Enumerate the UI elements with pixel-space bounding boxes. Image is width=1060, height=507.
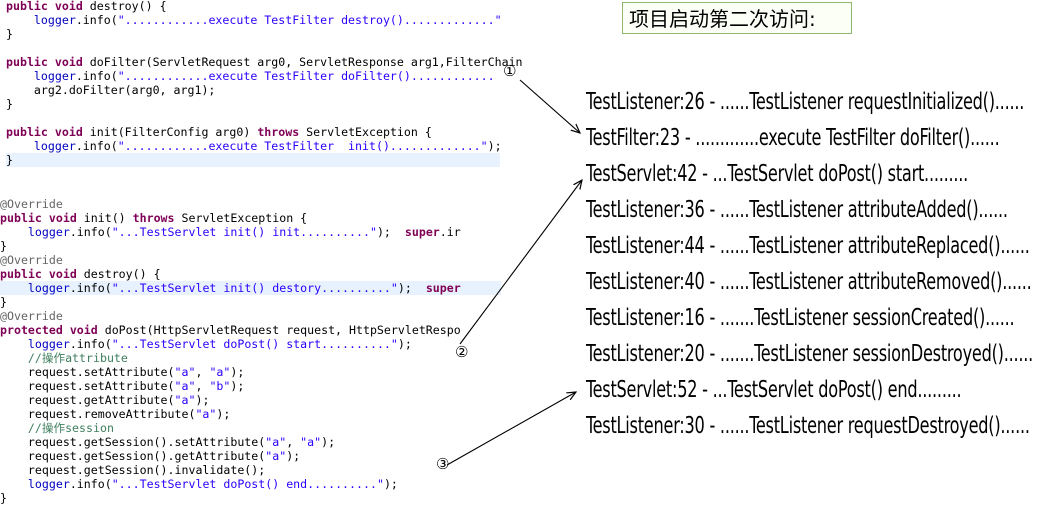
arrow-3 [446,392,576,466]
code-line: @Override [0,197,63,211]
code-line: } [6,97,13,111]
code-line: request.getSession().getAttribute("a"); [0,449,301,463]
code-line: logger.info("...TestServlet init() init.… [27,225,461,239]
arrow-1 [519,79,580,133]
log-line: TestServlet:42 - ...TestServlet doPost()… [586,161,969,187]
code-line: public void init() throws ServletExcepti… [0,211,308,225]
code-line: public void destroy() { [6,0,167,13]
code-line: logger.info("...TestServlet doPost() end… [27,477,398,491]
code-line: request.removeAttribute("a"); [0,407,231,421]
log-line: TestServlet:52 - ...TestServlet doPost()… [586,377,962,403]
marker-3: ③ [436,455,450,473]
code-line: } [6,153,500,167]
filter-code-block: public void destroy() { logger.info("...… [6,0,523,167]
code-line: public void init(FilterConfig arg0) thro… [6,125,432,139]
code-line: } [6,27,13,41]
code-line: } [0,491,7,505]
code-line: } [0,295,7,309]
log-line: TestListener:26 - ......TestListener req… [586,89,1025,115]
code-line: request.getSession().invalidate(); [0,463,266,477]
code-line: request.setAttribute("a", "a"); [0,365,245,379]
code-line: public void destroy() { [0,267,161,281]
code-line: } [0,239,7,253]
log-line: TestListener:16 - .......TestListener se… [586,305,1015,331]
code-line: public void doFilter(ServletRequest arg0… [6,55,523,69]
code-line: logger.info("............execute TestFil… [33,13,502,27]
code-line: @Override [0,253,63,267]
page-title: 项目启动第二次访问: [622,2,852,34]
code-line: logger.info("...TestServlet doPost() sta… [27,337,412,351]
arrow-2 [459,180,582,345]
code-line: request.getAttribute("a"); [0,393,210,407]
log-line: TestFilter:23 - .............execute Tes… [586,125,1000,151]
code-line: logger.info("............execute TestFil… [33,69,495,83]
log-line: TestListener:36 - ......TestListener att… [586,197,1008,223]
code-line: arg2.doFilter(arg0, arg1); [6,83,216,97]
code-line: request.getSession().setAttribute("a", "… [0,435,336,449]
code-line: protected void doPost(HttpServletRequest… [0,323,461,337]
code-line: //操作session [27,421,114,435]
marker-1: ① [503,62,517,80]
code-line: logger.info("............execute TestFil… [33,139,502,153]
code-line: request.setAttribute("a", "b"); [0,379,245,393]
console-log-output: TestListener:26 - ......TestListener req… [586,84,1060,444]
marker-2: ② [455,343,469,361]
code-line: logger.info("...TestServlet init() desto… [0,281,501,295]
code-line: @Override [0,309,63,323]
code-line: //操作attribute [27,351,128,365]
